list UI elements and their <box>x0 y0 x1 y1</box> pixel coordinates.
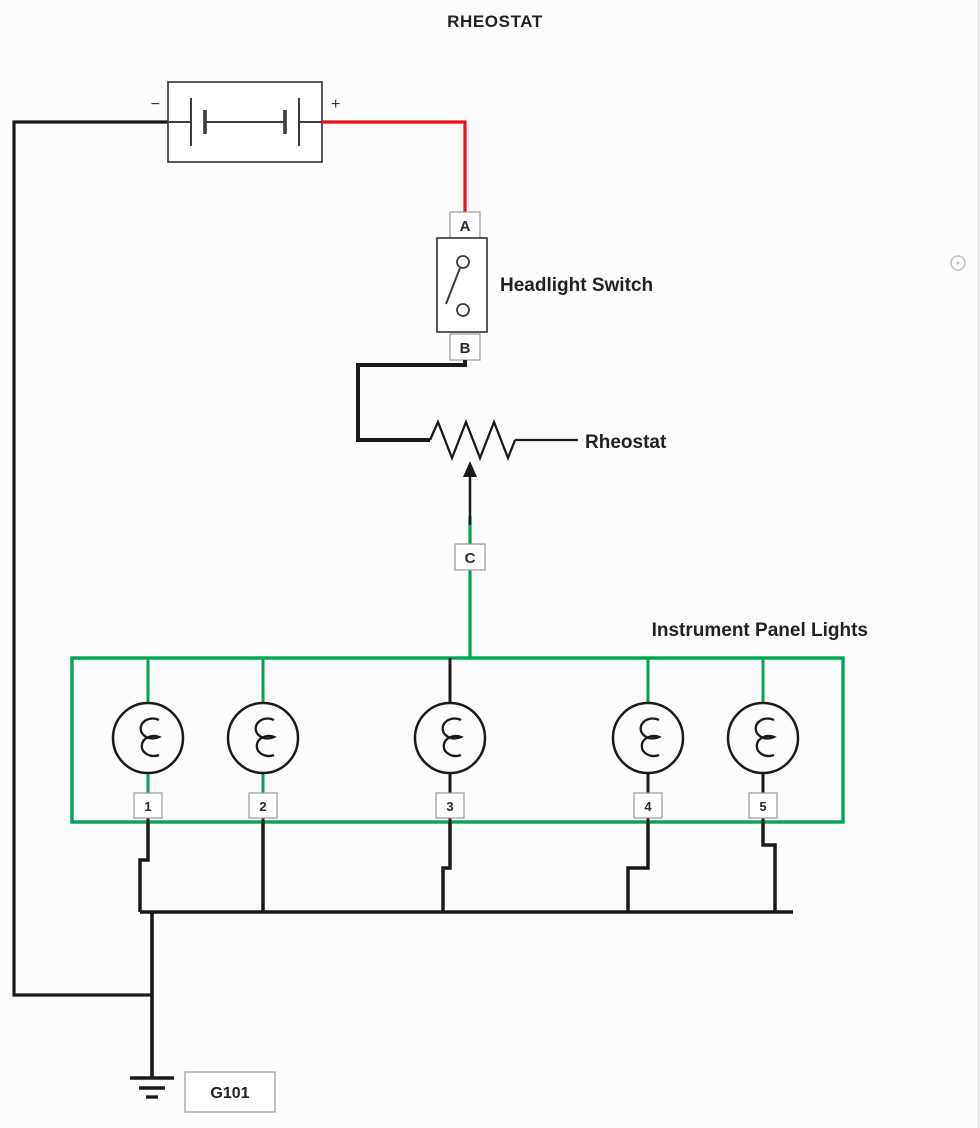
instrument-panel-label: Instrument Panel Lights <box>652 620 868 641</box>
switch-contact-upper-icon <box>456 255 470 269</box>
terminal-a-label: A <box>460 218 471 235</box>
wire-lamp-4-ground <box>626 822 650 912</box>
wire-switch-to-rheostat <box>356 360 467 442</box>
wire-lamp-1-ground <box>138 822 150 912</box>
page-title: RHEOSTAT <box>447 12 543 31</box>
lamp-3-number-label: 3 <box>446 799 453 814</box>
rheostat-symbol: Rheostat <box>428 418 667 462</box>
lamp-3-number-box <box>435 792 465 819</box>
wire-battery-positive-red <box>322 120 467 214</box>
instrument-panel-bus <box>70 656 845 824</box>
lamp-5-bulb-icon <box>726 701 800 775</box>
lamp-1-number-label: 1 <box>144 799 151 814</box>
lamp-1-number-box <box>133 792 163 819</box>
rheostat-zigzag-icon <box>428 418 517 462</box>
headlight-switch-label: Headlight Switch <box>500 275 653 296</box>
rheostat-label: Rheostat <box>585 432 667 453</box>
terminal-c-box <box>454 543 486 571</box>
ground-label-box <box>184 1071 276 1113</box>
lamp-2-bulb-icon <box>226 701 300 775</box>
lamp-4-number-label: 4 <box>644 799 652 814</box>
lamp-5-number-box <box>748 792 778 819</box>
lamp-3-bulb-icon <box>413 701 487 775</box>
wire-lamp-5-ground <box>761 822 777 912</box>
switch-blade <box>445 267 461 305</box>
headlight-switch-symbol: A B Headlight Switch <box>436 211 653 361</box>
lamp-2-number-label: 2 <box>259 799 266 814</box>
ground-symbol-icon <box>130 1076 174 1099</box>
lamp-4-number-box <box>633 792 663 819</box>
wiper-arrow-head <box>463 461 477 477</box>
battery-symbol: − + <box>151 81 340 163</box>
terminal-c-label: C <box>465 550 476 567</box>
ground-label: G101 <box>210 1085 249 1102</box>
battery-positive-label: + <box>331 96 340 113</box>
lamp-1-bulb-icon <box>111 701 185 775</box>
lamp-2-number-box <box>248 792 278 819</box>
lamp-4-bulb-icon <box>611 701 685 775</box>
wire-battery-negative-return <box>12 120 168 997</box>
switch-contact-lower-icon <box>456 303 470 317</box>
switch-body <box>436 237 488 333</box>
target-icon <box>950 255 966 271</box>
wiper-arrow-icon <box>463 461 477 525</box>
lamp-number-boxes: 1 2 3 4 5 <box>133 792 778 819</box>
lamp-5-number-label: 5 <box>759 799 766 814</box>
terminal-b-label: B <box>460 340 471 357</box>
wire-lamp-3-ground <box>441 822 452 912</box>
battery-negative-label: − <box>151 96 160 113</box>
